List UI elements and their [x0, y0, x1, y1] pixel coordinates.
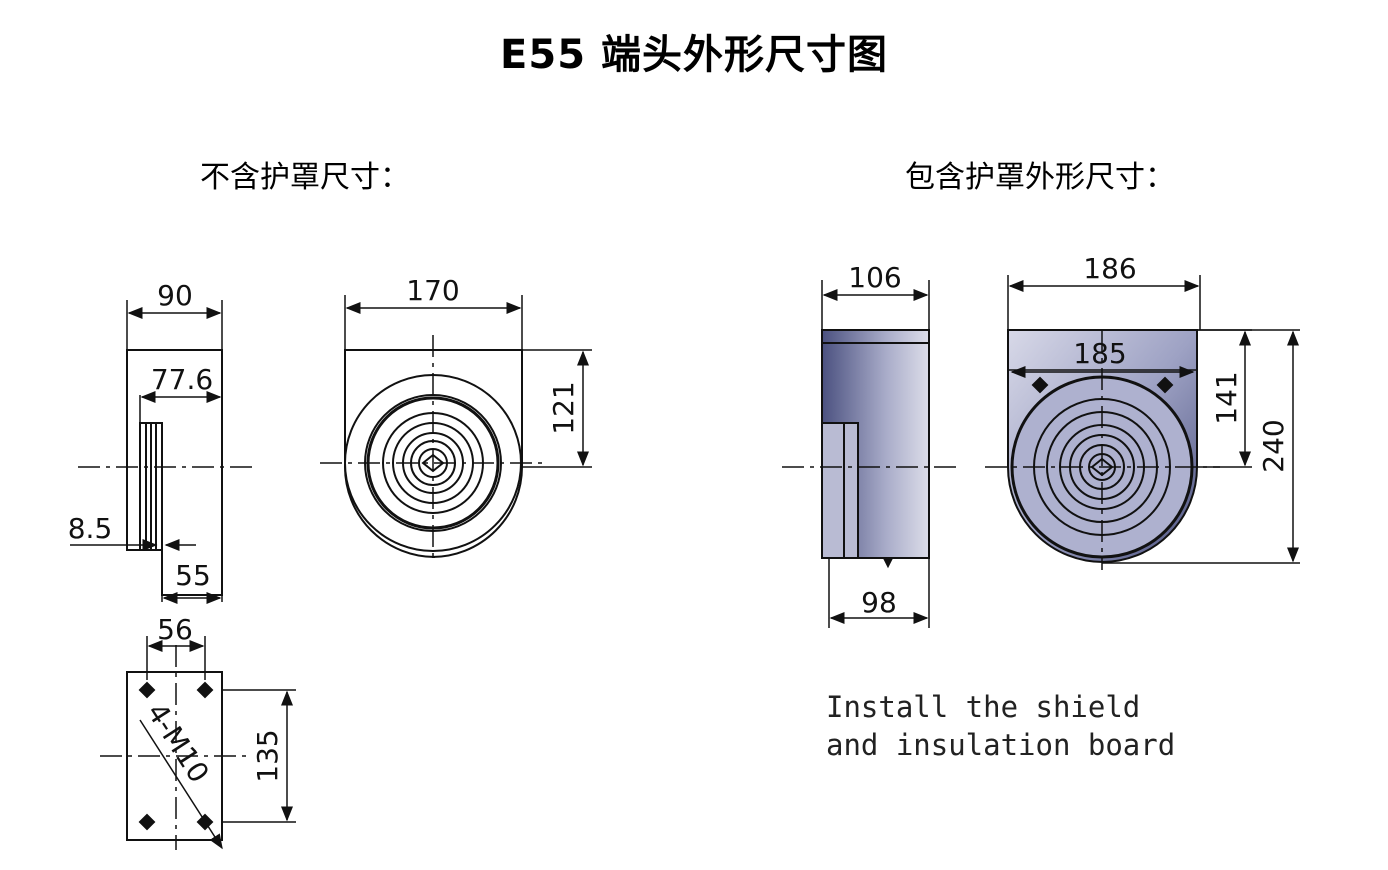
- dim-front-width: 170: [406, 274, 459, 307]
- install-note-line2: and insulation board: [826, 728, 1176, 762]
- side-view: [70, 300, 258, 604]
- dim-front-height: 121: [547, 381, 580, 434]
- dim-side-offset: 8.5: [68, 512, 113, 545]
- dim-shield-front-h2: 240: [1257, 419, 1290, 472]
- install-note-line1: Install the shield: [826, 690, 1141, 724]
- section-title-without-shield: 不含护罩尺寸：: [200, 160, 410, 195]
- dim-shield-side-bottom: 98: [861, 586, 897, 619]
- dim-shield-side-top: 106: [848, 261, 901, 294]
- install-note: Install the shield and insulation board: [826, 688, 1175, 764]
- page-title: E55 端头外形尺寸图: [500, 32, 888, 78]
- mounting-plate-view: [100, 636, 296, 850]
- dim-side-bottom: 55: [175, 559, 211, 592]
- dim-mount-width: 56: [157, 613, 193, 646]
- section-title-with-shield: 包含护罩外形尺寸：: [905, 160, 1175, 195]
- dim-shield-front-h1: 141: [1210, 371, 1243, 424]
- dim-mount-height: 135: [251, 729, 284, 782]
- dim-side-inner: 77.6: [151, 363, 213, 396]
- shield-side-view: [782, 280, 962, 628]
- dim-side-width: 90: [157, 279, 193, 312]
- dim-shield-front-inner: 185: [1073, 337, 1126, 370]
- front-view: [320, 295, 592, 560]
- shield-front-view: [985, 275, 1300, 570]
- dim-shield-front-top: 186: [1083, 252, 1136, 285]
